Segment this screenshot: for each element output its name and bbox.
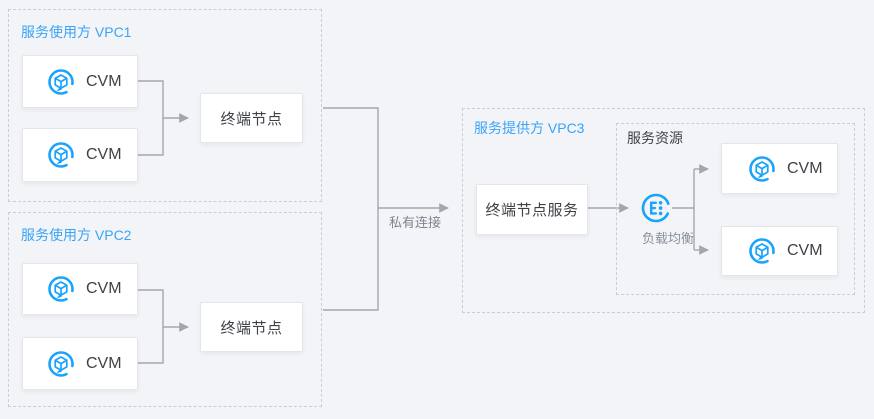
cvm-label: CVM [787,159,823,177]
load-balancer-node [640,192,672,224]
load-balancer-label: 负载均衡 [642,231,695,246]
region-provider-vpc3 [462,108,865,313]
cvm-label: CVM [86,146,122,163]
cvm-icon [748,155,776,183]
cvm-icon [47,350,75,378]
cvm-icon [748,237,776,265]
vpc3-title: 服务提供方 VPC3 [474,120,585,136]
resource-cvm2-node: CVM [721,226,838,276]
vpc1-cvm2-node: CVM [22,128,138,182]
connector-collector [323,107,379,311]
region-service-resource [616,123,855,295]
endpoint-service-node: 终端节点服务 [476,184,588,235]
cvm-icon [47,141,75,169]
private-link-label: 私有连接 [389,215,442,230]
vpc2-cvm2-node: CVM [22,337,138,390]
vpc1-cvm1-node: CVM [22,55,138,108]
cvm-label: CVM [787,242,823,259]
cvm-label: CVM [86,72,122,90]
cvm-icon [47,68,75,96]
region-consumer-vpc1 [8,9,322,202]
endpoint-label: 终端节点 [220,319,283,337]
cvm-label: CVM [86,354,122,372]
cvm-label: CVM [86,280,122,297]
vpc2-cvm1-node: CVM [22,263,138,315]
endpoint-label: 终端节点 [220,110,283,128]
endpoint-service-label: 终端节点服务 [485,202,579,219]
cvm-icon [47,275,75,303]
vpc2-endpoint-node: 终端节点 [200,302,303,352]
service-resource-title: 服务资源 [627,130,683,146]
region-consumer-vpc2 [8,212,322,407]
load-balancer-icon [640,192,672,224]
vpc1-endpoint-node: 终端节点 [200,93,303,143]
vpc1-title: 服务使用方 VPC1 [21,24,132,40]
resource-cvm1-node: CVM [721,143,838,194]
vpc2-title: 服务使用方 VPC2 [21,227,132,243]
